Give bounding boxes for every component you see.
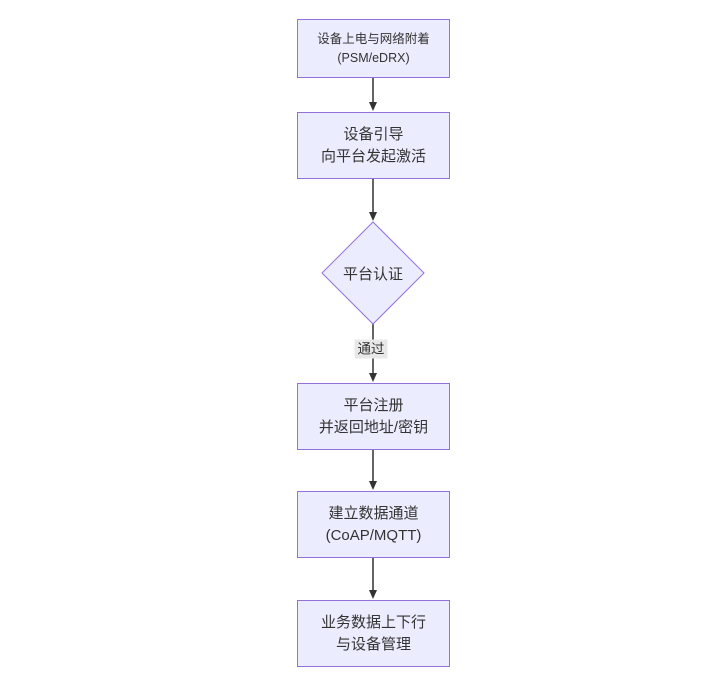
node-business-data: 业务数据上下行 与设备管理 [297,600,450,667]
node-text-line: 建立数据通道 [328,504,419,522]
node-text-line: 设备上电与网络附着 [317,31,430,46]
node-text-line: 平台注册 [343,396,404,414]
flow-edge-2 [369,179,377,221]
node-data-channel: 建立数据通道 (CoAP/MQTT) [297,491,450,558]
arrowhead-down-icon [369,373,377,382]
node-text-line: (CoAP/MQTT) [325,526,422,544]
decision-platform-auth: 平台认证 [322,222,424,324]
node-text-line: (PSM/eDRX) [337,50,410,65]
decision-diamond-shape [321,221,425,325]
node-text-line: 向平台发起激活 [320,147,426,165]
node-text-line: 设备引导 [343,125,404,143]
flow-edge-4 [369,450,377,490]
node-register: 平台注册 并返回地址/密钥 [297,383,450,450]
node-text-line: 平台认证 [342,265,403,283]
arrowhead-down-icon [369,481,377,490]
edge-label-pass: 通过 [354,339,388,359]
node-text-line: 并返回地址/密钥 [318,418,429,436]
flow-edge-1 [369,78,377,111]
node-power-attach: 设备上电与网络附着 (PSM/eDRX) [297,19,450,78]
node-bootstrap: 设备引导 向平台发起激活 [297,112,450,179]
arrowhead-down-icon [369,590,377,599]
flow-edge-5 [369,558,377,599]
arrowhead-down-icon [369,102,377,111]
node-text-line: 业务数据上下行 [320,613,426,631]
node-text-line: 与设备管理 [335,635,411,653]
arrowhead-down-icon [369,212,377,221]
